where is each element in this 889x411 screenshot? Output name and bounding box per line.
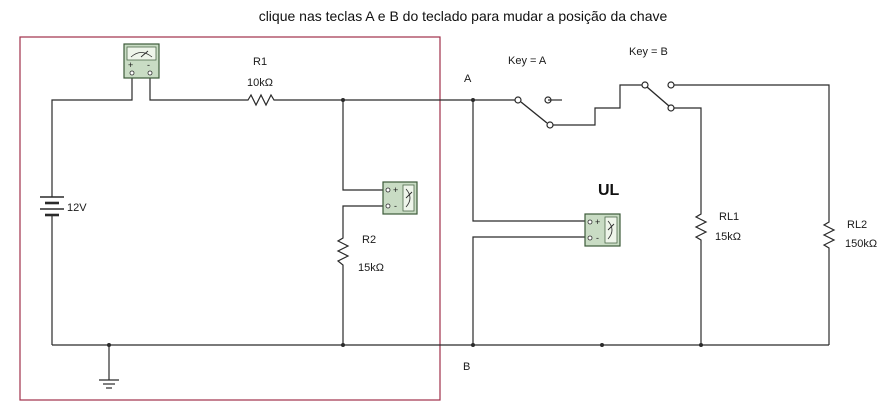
junction-dot bbox=[699, 343, 703, 347]
r1-value: 10kΩ bbox=[247, 77, 273, 89]
wire-ammeter-to-r1 bbox=[149, 78, 243, 101]
meter-plus-sign: + bbox=[595, 217, 600, 227]
key-b-label: Key = B bbox=[629, 46, 668, 58]
r2-value: 15kΩ bbox=[358, 262, 384, 274]
wire-voltmeter-1-to-r2 bbox=[342, 205, 386, 233]
meter-minus-sign: - bbox=[147, 60, 150, 70]
node-a-label: A bbox=[464, 73, 472, 85]
junction-dot bbox=[341, 343, 345, 347]
instruction-text: clique nas teclas A e B do teclado para … bbox=[259, 8, 668, 24]
wire-to-voltmeter-1-top bbox=[342, 100, 386, 191]
wire-a-to-ul-meter bbox=[472, 100, 587, 222]
voltmeter-ul: + - UL bbox=[584, 182, 621, 247]
switch-key-a[interactable]: Key = A bbox=[508, 55, 562, 129]
ul-label: UL bbox=[598, 182, 620, 199]
resistor-rl2: RL2 150kΩ bbox=[822, 218, 877, 252]
battery-label: 12V bbox=[67, 202, 87, 214]
ammeter-top: + - bbox=[123, 43, 160, 79]
ground-symbol bbox=[99, 379, 119, 389]
wire-battery-to-ammeter bbox=[51, 78, 133, 197]
meter-minus-sign: - bbox=[596, 233, 599, 243]
voltmeter-r2: + - bbox=[382, 181, 418, 215]
wire-b-to-ul-meter bbox=[472, 236, 587, 345]
meter-plus-sign: + bbox=[128, 60, 133, 70]
junction-dot bbox=[471, 343, 475, 347]
junction-dot bbox=[341, 98, 345, 102]
meter-plus-sign: + bbox=[393, 185, 398, 195]
resistor-r1: R1 10kΩ bbox=[243, 56, 277, 107]
switch-key-b[interactable]: Key = B bbox=[629, 46, 675, 112]
battery-12v: 12V bbox=[40, 196, 87, 217]
wire-switch-b-to-rl1 bbox=[674, 107, 702, 210]
junction-dot bbox=[600, 343, 604, 347]
thevenin-enclosure bbox=[19, 36, 441, 401]
wire-switch-b-to-rl2 bbox=[674, 84, 830, 218]
meter-minus-sign: - bbox=[394, 201, 397, 211]
rl2-value: 150kΩ bbox=[845, 238, 877, 250]
key-a-label: Key = A bbox=[508, 55, 547, 67]
junction-dot bbox=[471, 98, 475, 102]
wire-switch-a-to-switch-b bbox=[553, 84, 645, 126]
r2-label: R2 bbox=[362, 234, 376, 246]
junction-dot bbox=[107, 343, 111, 347]
junctions bbox=[107, 98, 703, 347]
resistor-rl1: RL1 15kΩ bbox=[694, 210, 741, 244]
r1-label: R1 bbox=[253, 56, 267, 68]
rl2-label: RL2 bbox=[847, 219, 867, 231]
node-b-label: B bbox=[463, 361, 470, 373]
rl1-label: RL1 bbox=[719, 211, 739, 223]
resistor-r2: R2 15kΩ bbox=[336, 233, 384, 274]
rl1-value: 15kΩ bbox=[715, 231, 741, 243]
